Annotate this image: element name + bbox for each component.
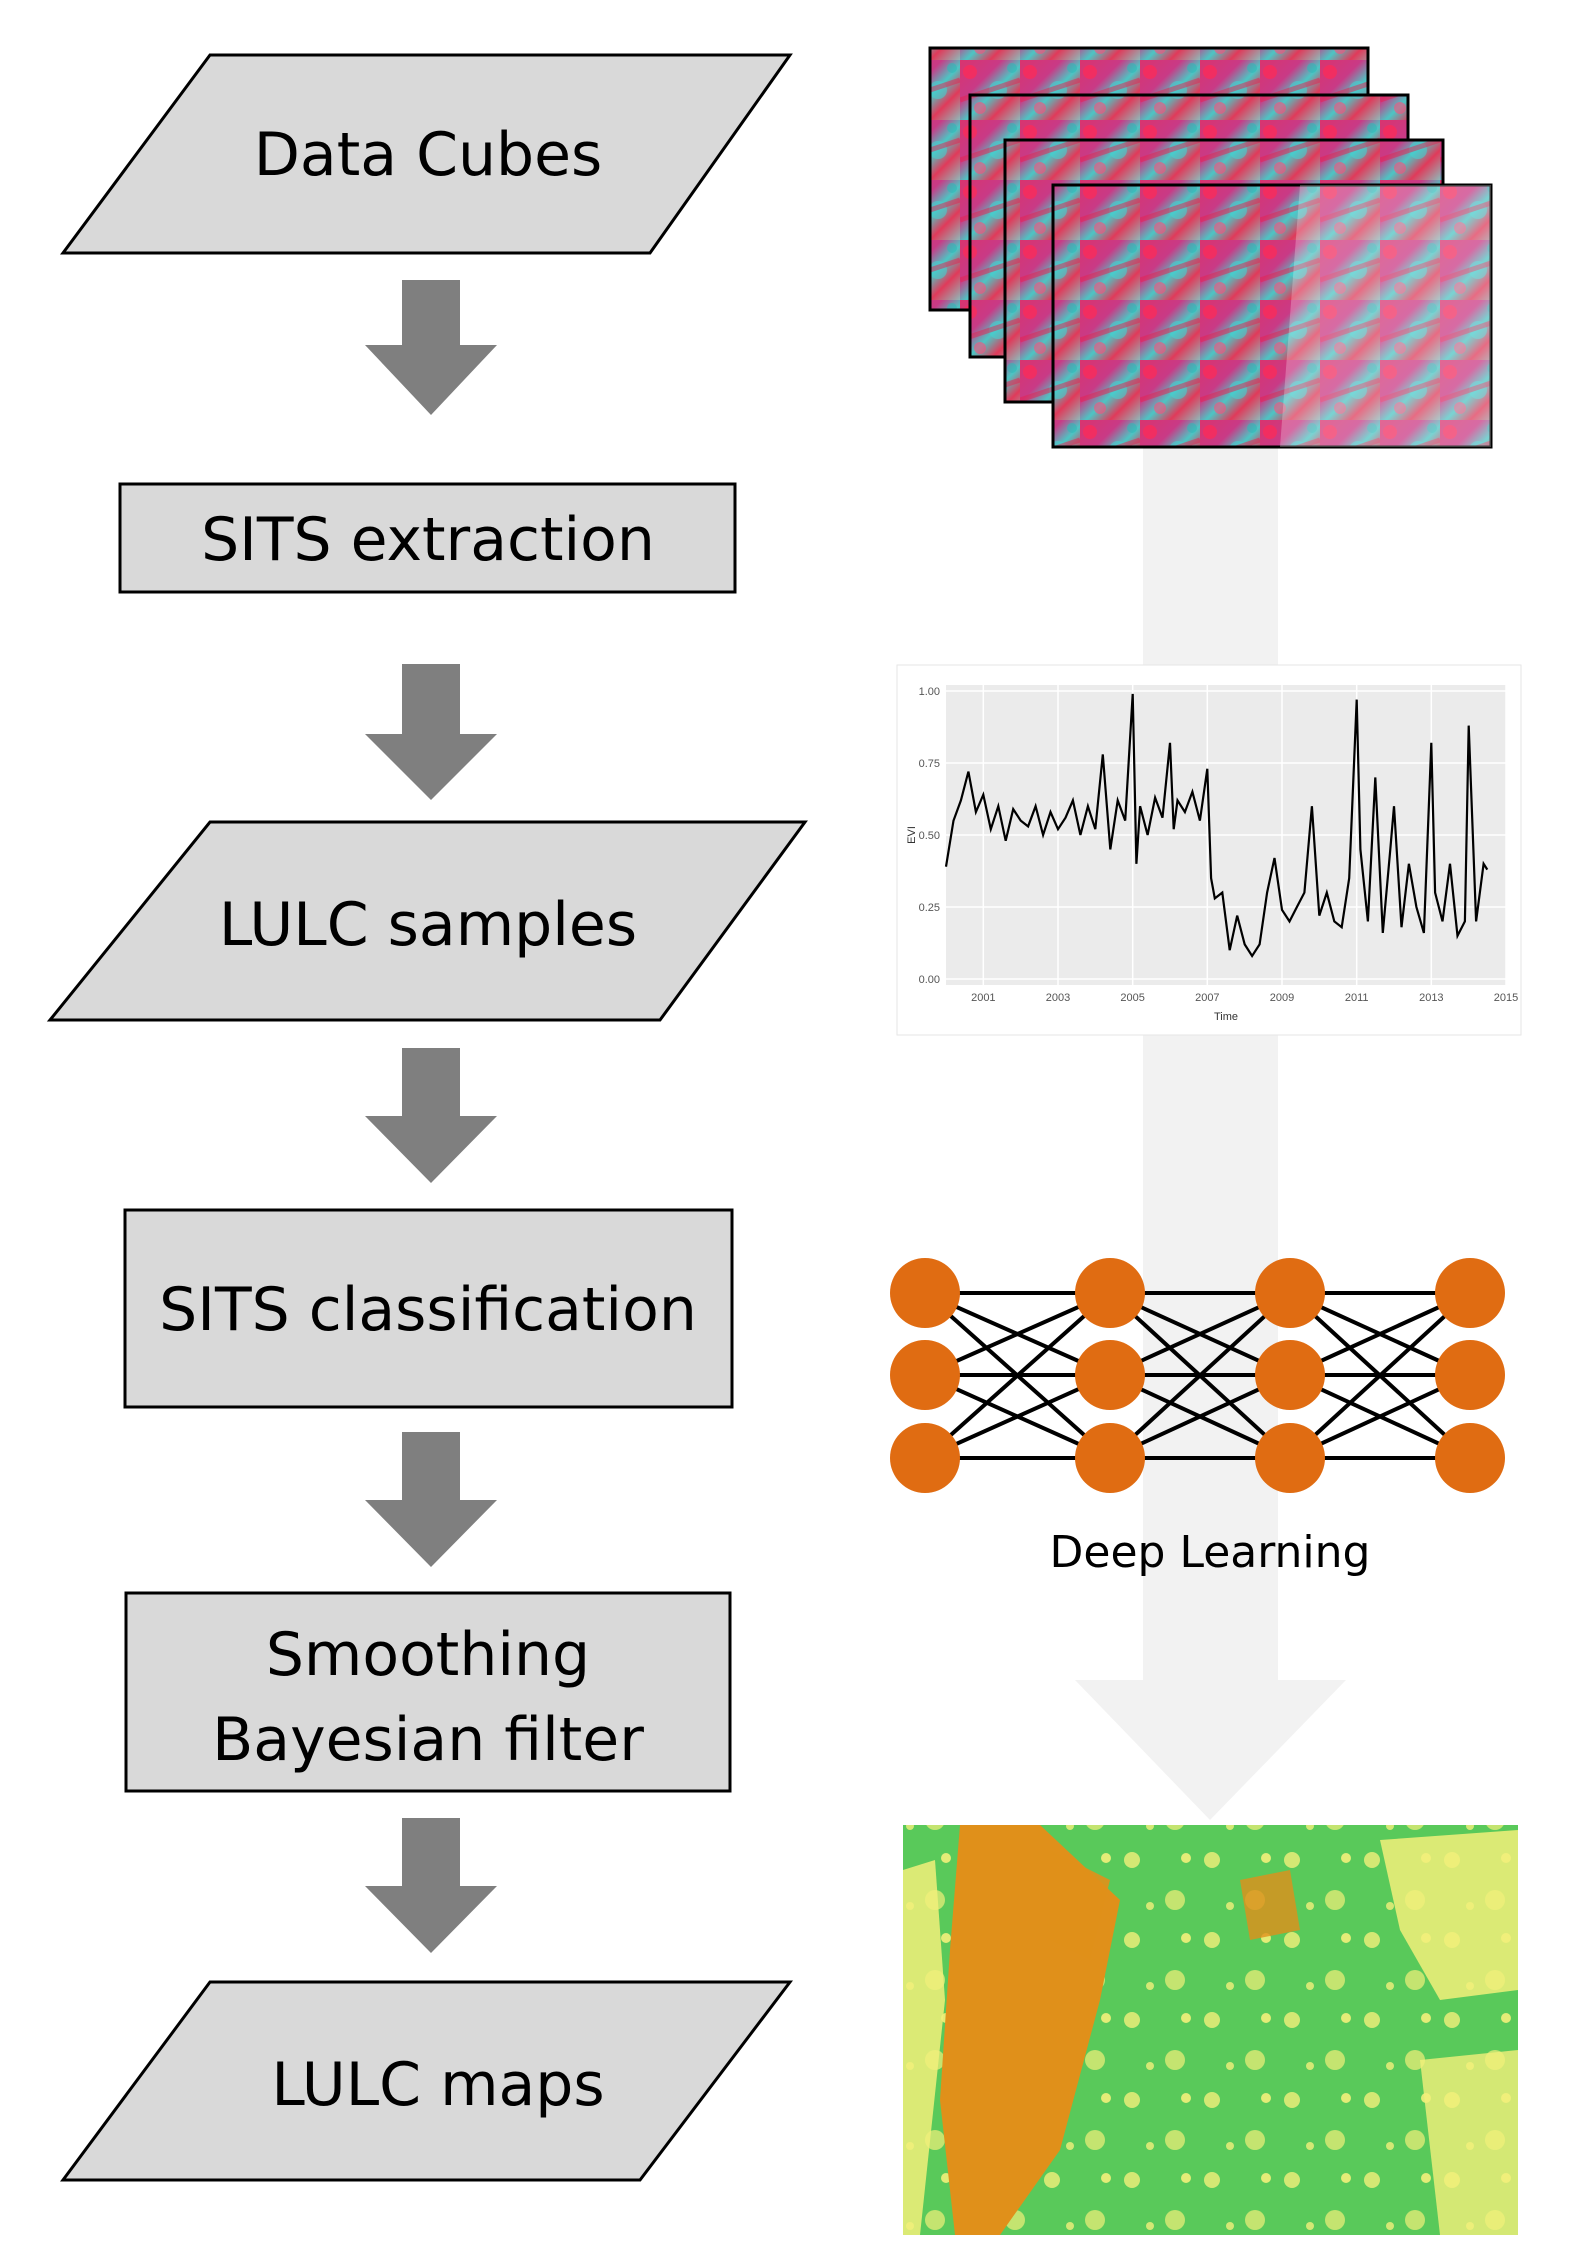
lulc-samples-label: LULC samples bbox=[219, 890, 637, 960]
deep-learning-label: Deep Learning bbox=[1050, 1527, 1371, 1578]
network-edge bbox=[1288, 1291, 1472, 1460]
sits-classification-label: SITS classification bbox=[159, 1275, 697, 1345]
chart-x-tick-label: 2013 bbox=[1419, 992, 1443, 1004]
chart-gridlines bbox=[946, 685, 1507, 985]
chart-y-ticks: 0.00 0.25 0.50 0.75 1.00 bbox=[919, 686, 940, 986]
neural-network-diagram bbox=[890, 1258, 1505, 1493]
network-node bbox=[1435, 1258, 1505, 1328]
flow-step-lulc-maps: LULC maps bbox=[60, 1980, 794, 2182]
network-node bbox=[1435, 1340, 1505, 1410]
network-edge bbox=[923, 1291, 1112, 1460]
down-arrow-5 bbox=[365, 1818, 497, 1953]
network-node bbox=[890, 1423, 960, 1493]
network-node bbox=[1075, 1258, 1145, 1328]
chart-y-tick-label: 1.00 bbox=[919, 686, 940, 698]
satellite-image-stack bbox=[928, 46, 1493, 449]
chart-x-tick-label: 2011 bbox=[1345, 992, 1369, 1004]
flow-step-data-cubes: Data Cubes bbox=[60, 53, 793, 255]
lulc-maps-label: LULC maps bbox=[271, 2050, 604, 2120]
chart-x-axis-title: Time bbox=[1214, 1011, 1238, 1023]
lulc-map-image bbox=[903, 1825, 1518, 2235]
chart-y-tick-label: 0.00 bbox=[919, 974, 940, 986]
chart-y-tick-label: 0.25 bbox=[919, 902, 940, 914]
chart-x-tick-label: 2003 bbox=[1046, 992, 1070, 1004]
chart-x-tick-label: 2007 bbox=[1195, 992, 1219, 1004]
flow-step-sits-extraction: SITS extraction bbox=[118, 482, 737, 594]
chart-x-ticks: 2001 2003 2005 2007 2009 2011 2013 2015 bbox=[971, 992, 1518, 1004]
chart-y-tick-label: 0.50 bbox=[919, 830, 940, 842]
chart-x-tick-label: 2001 bbox=[971, 992, 995, 1004]
background-flow-arrow bbox=[1075, 440, 1346, 1820]
sits-extraction-label: SITS extraction bbox=[201, 505, 655, 575]
network-node bbox=[1435, 1423, 1505, 1493]
chart-y-tick-label: 0.75 bbox=[919, 758, 940, 770]
smoothing-label-line2: Bayesian filter bbox=[212, 1705, 644, 1775]
down-arrow-3 bbox=[365, 1048, 497, 1183]
network-node bbox=[890, 1340, 960, 1410]
network-edge bbox=[1108, 1291, 1292, 1460]
down-arrow-4 bbox=[365, 1432, 497, 1567]
network-node bbox=[1075, 1423, 1145, 1493]
down-arrow-2 bbox=[365, 664, 497, 800]
down-arrow-1 bbox=[365, 280, 497, 415]
network-node bbox=[890, 1258, 960, 1328]
flow-step-sits-classification: SITS classification bbox=[123, 1208, 734, 1409]
network-node bbox=[1075, 1340, 1145, 1410]
flow-step-smoothing: Smoothing Bayesian filter bbox=[124, 1591, 732, 1793]
smoothing-label-line1: Smoothing bbox=[266, 1620, 590, 1690]
evi-series-line bbox=[944, 693, 1489, 959]
chart-x-tick-label: 2009 bbox=[1270, 992, 1294, 1004]
network-node bbox=[1255, 1423, 1325, 1493]
chart-y-axis-title: EVI bbox=[906, 826, 918, 844]
network-node bbox=[1255, 1258, 1325, 1328]
chart-x-tick-label: 2005 bbox=[1120, 992, 1144, 1004]
chart-x-tick-label: 2015 bbox=[1494, 992, 1518, 1004]
network-node bbox=[1255, 1340, 1325, 1410]
flow-step-lulc-samples: LULC samples bbox=[46, 820, 808, 1022]
data-cubes-label: Data Cubes bbox=[254, 120, 603, 190]
